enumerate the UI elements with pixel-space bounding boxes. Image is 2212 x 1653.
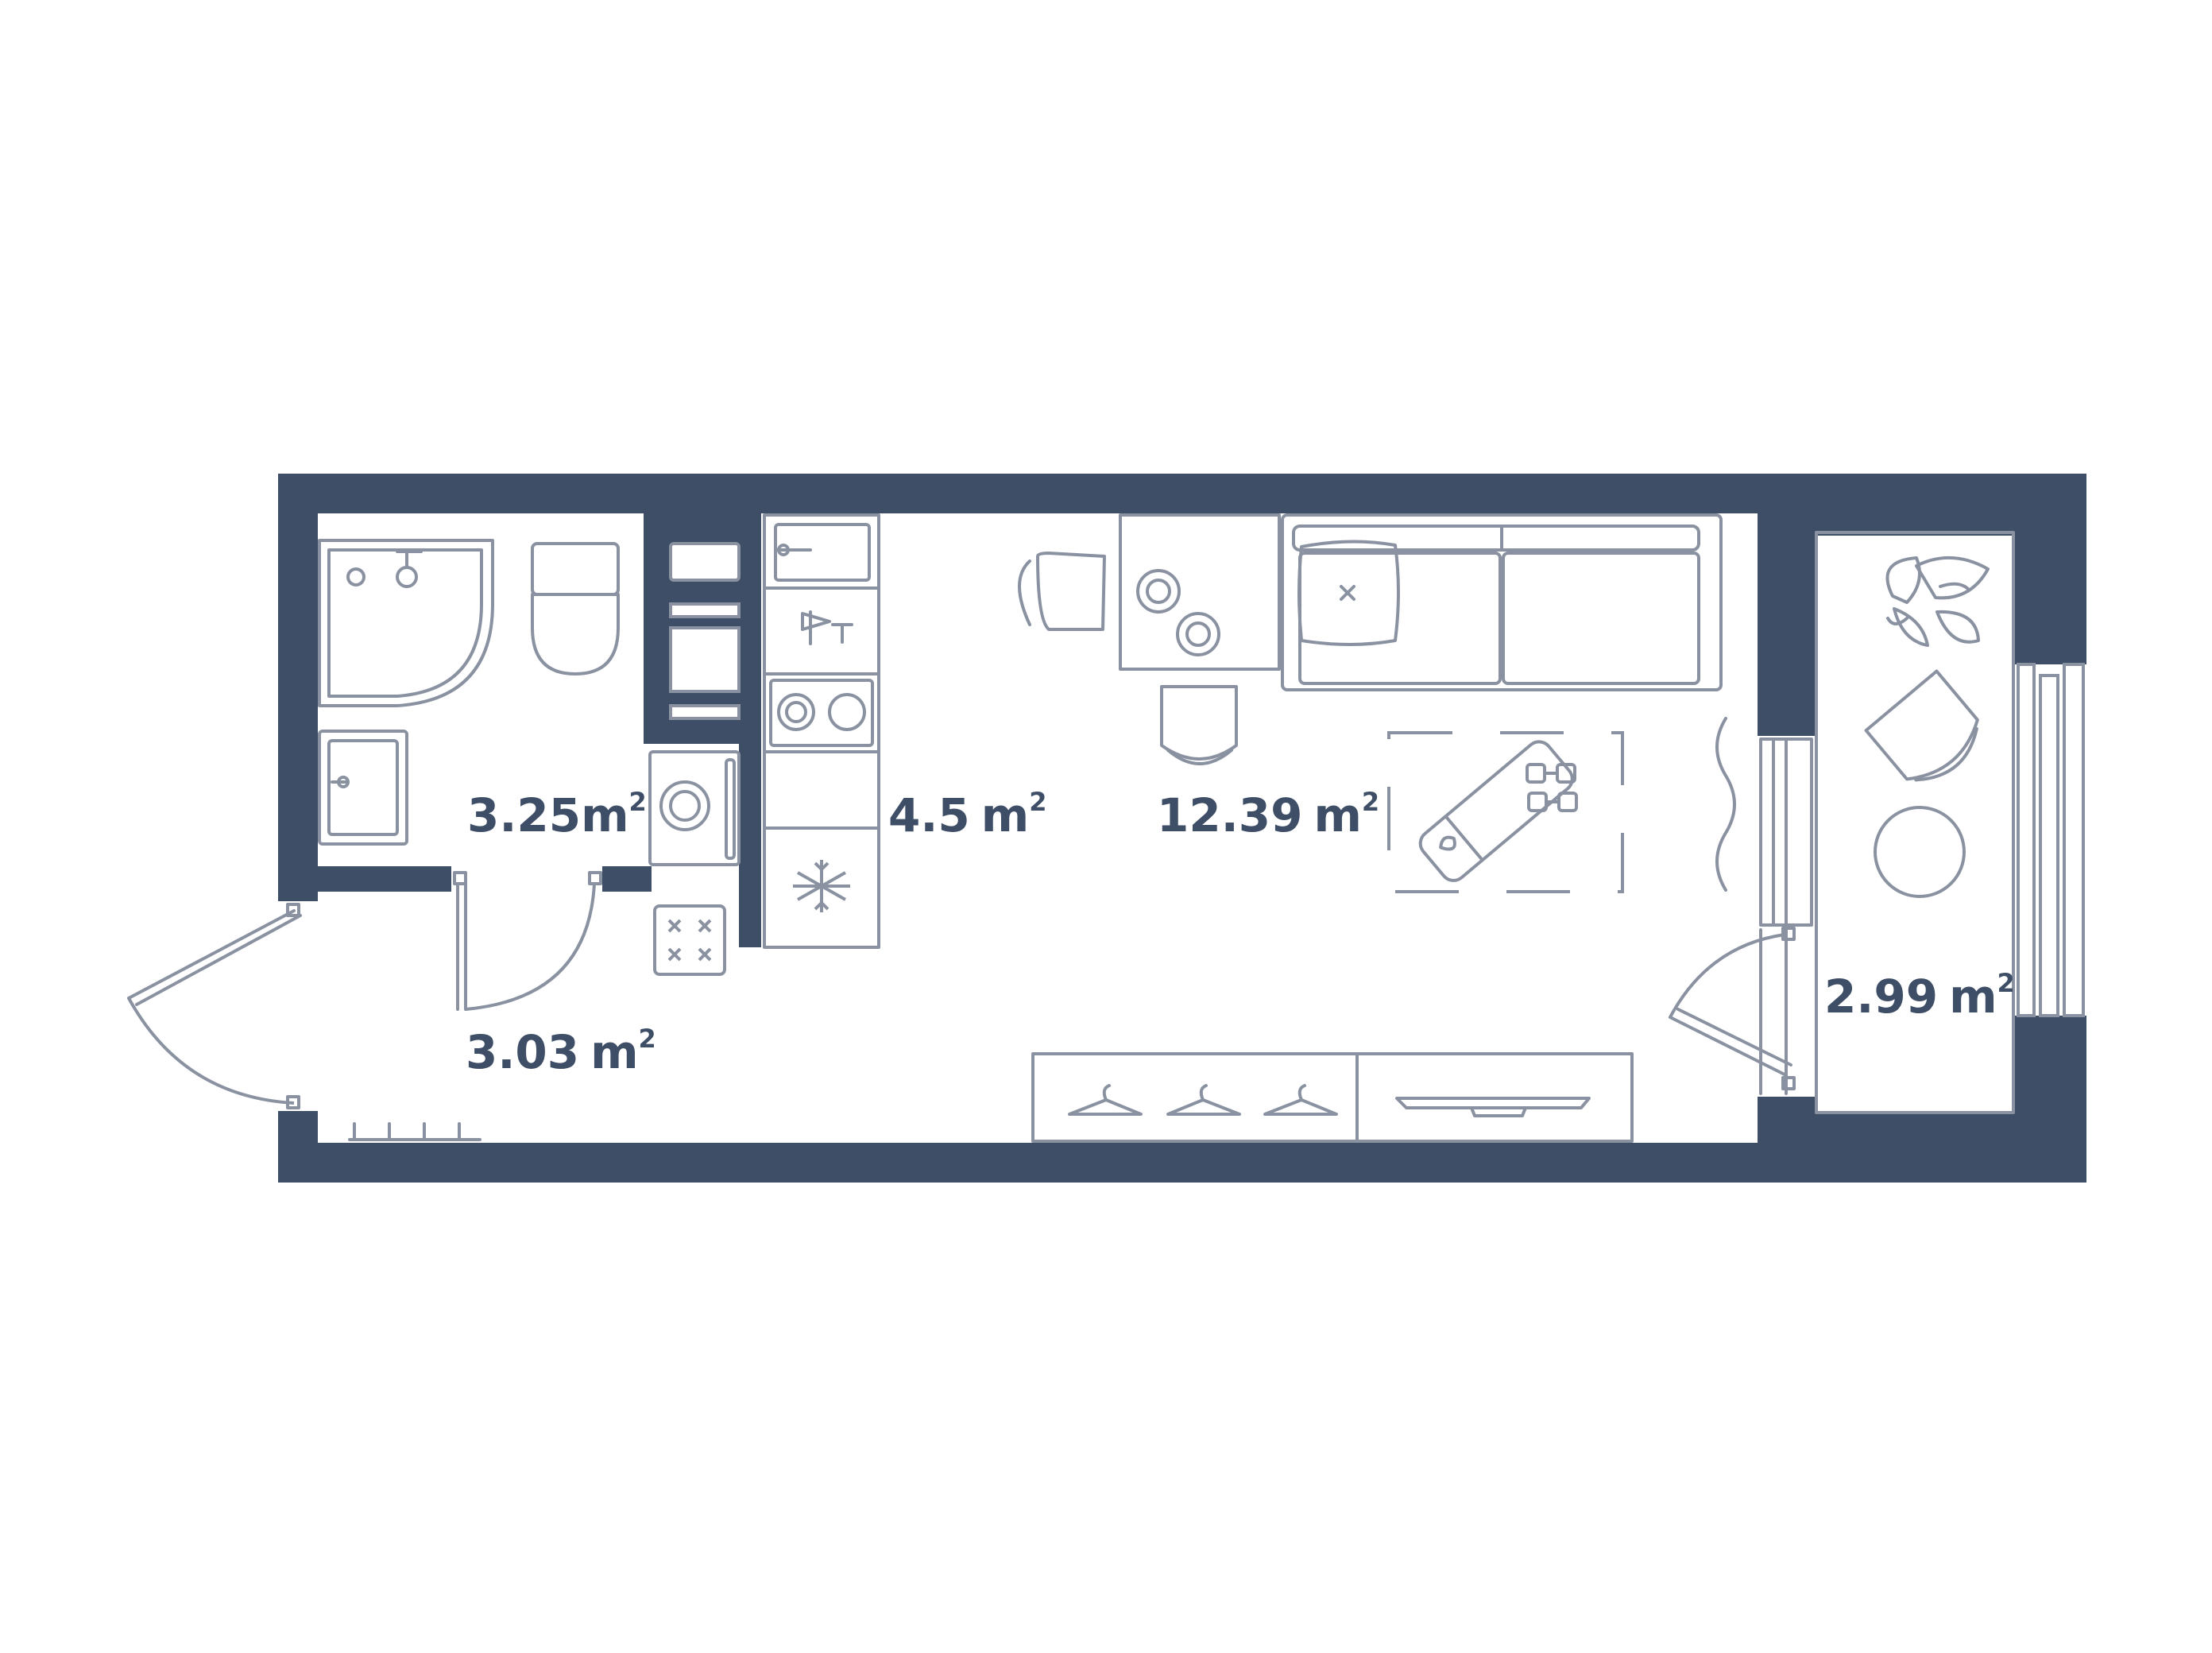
- balcony: [1815, 531, 2015, 1114]
- window-icon: [2017, 663, 2085, 1017]
- curtain-icon: [1715, 717, 1736, 892]
- balcony-table-icon: [1874, 806, 1966, 898]
- wardrobe-icon: [1031, 1052, 1634, 1143]
- sink-icon: [318, 730, 408, 846]
- door-icon: [127, 871, 602, 1109]
- plant-icon: [1885, 556, 1990, 647]
- stove-icon: [769, 679, 874, 747]
- yoga-mat-icon: [1418, 740, 1574, 882]
- chair-icon: [1018, 552, 1238, 765]
- kettle-icon: [801, 610, 853, 645]
- bathroom-cabinet-icon: [669, 542, 741, 720]
- fridge-icon: [793, 860, 850, 912]
- oven-icon: [653, 904, 726, 976]
- washing-machine-icon: [648, 750, 741, 866]
- balcony-door-icon: [1669, 737, 1813, 1095]
- pillow-icon: [1297, 540, 1400, 646]
- shower-icon: [318, 539, 494, 707]
- shoe-rack-icon: [348, 1122, 481, 1141]
- rug-icon: [1387, 731, 1624, 893]
- toilet-icon: [531, 542, 620, 676]
- dining-table-icon: [1119, 513, 1281, 671]
- dumbbells-icon: [1526, 763, 1578, 812]
- kitchen-counter: [763, 513, 880, 949]
- bathroom-area-label: 3.25m2: [467, 787, 647, 842]
- kitchen-sink-icon: [774, 523, 871, 582]
- balcony-chair-icon: [1864, 669, 1979, 782]
